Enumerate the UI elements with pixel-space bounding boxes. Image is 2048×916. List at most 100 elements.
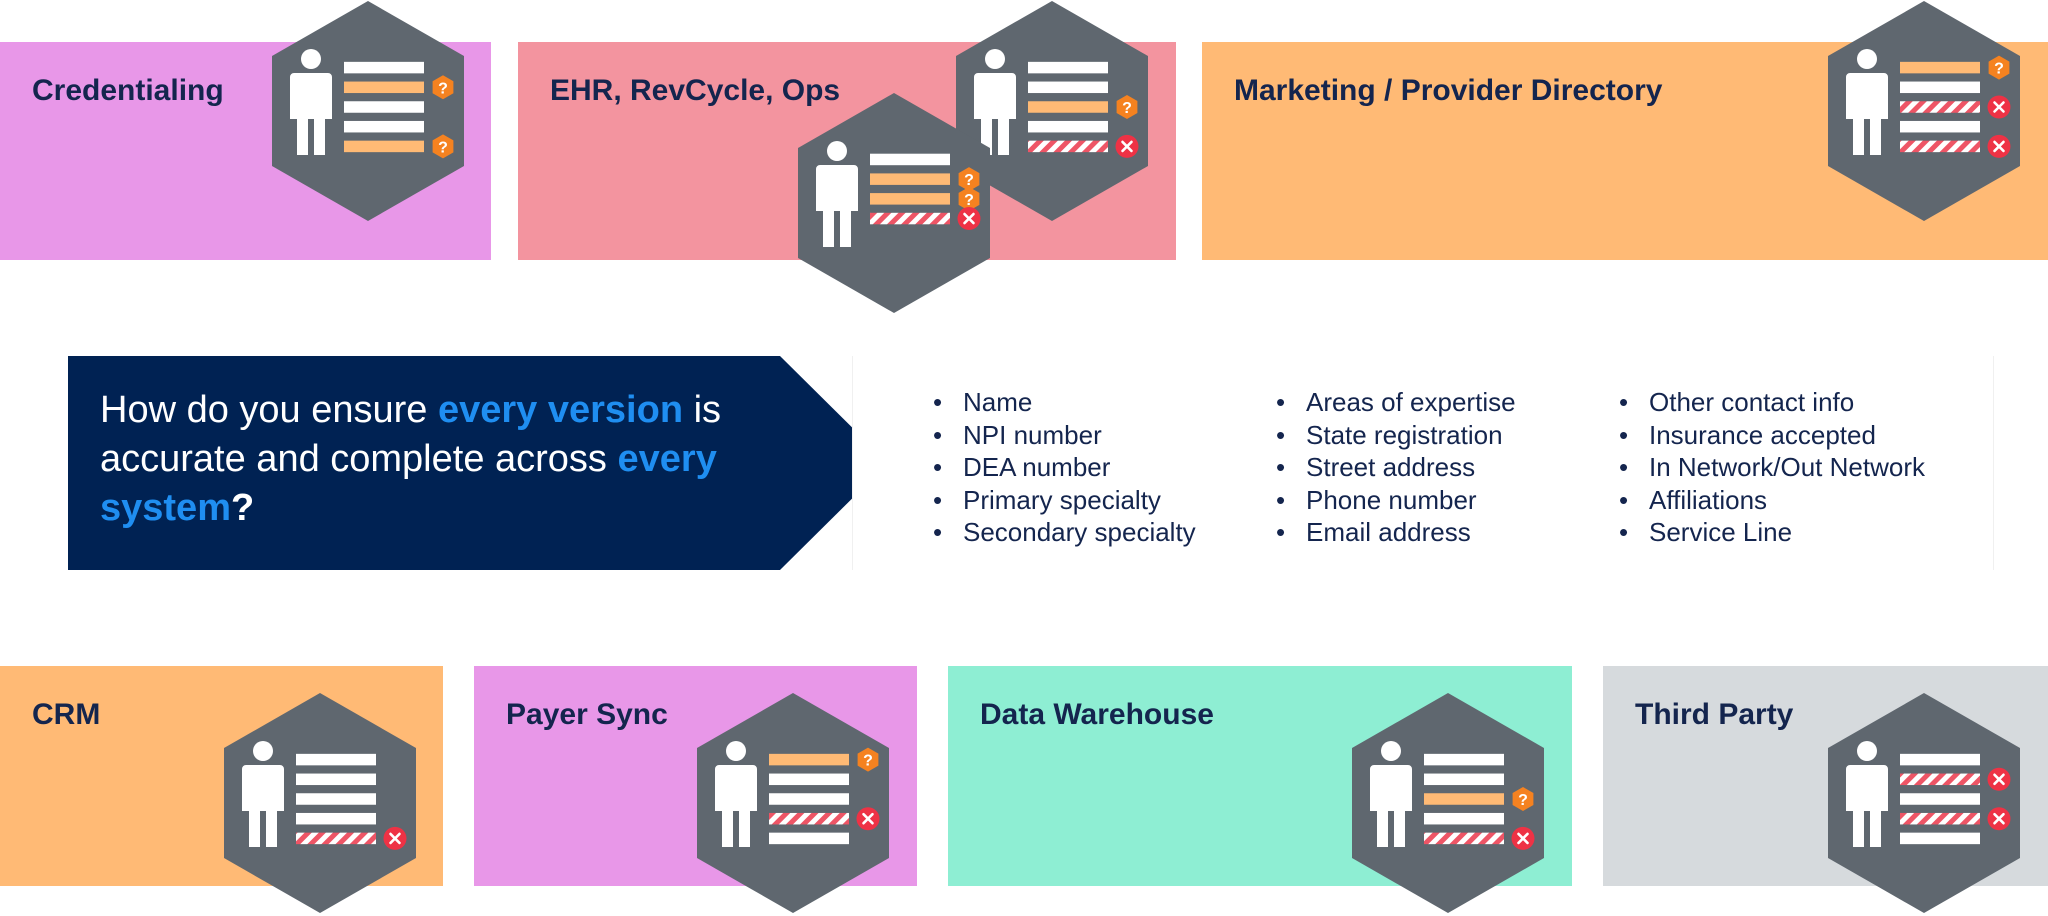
record-field-bar bbox=[1424, 773, 1504, 786]
record-field-bar bbox=[1900, 81, 1980, 94]
svg-text:?: ? bbox=[964, 192, 974, 209]
field-item: Street address bbox=[1276, 451, 1516, 484]
record-icon-third-party bbox=[1828, 693, 2020, 913]
record-field-bar bbox=[296, 832, 376, 845]
record-field-bar bbox=[344, 61, 424, 74]
record-field-bar bbox=[1424, 753, 1504, 766]
question-highlight-1: every version bbox=[437, 389, 684, 431]
record-field-bar bbox=[296, 812, 376, 825]
question-badge-icon: ? bbox=[432, 134, 454, 159]
record-field-bar bbox=[1900, 101, 1980, 113]
record-field-bar bbox=[769, 793, 849, 805]
svg-text:?: ? bbox=[1122, 100, 1132, 117]
field-item: State registration bbox=[1276, 419, 1516, 452]
record-field-bar bbox=[1028, 101, 1108, 113]
record-field-bar bbox=[344, 140, 424, 153]
person-icon bbox=[974, 49, 1016, 155]
record-field-bar bbox=[344, 81, 424, 94]
question-badge-icon: ? bbox=[1988, 55, 2010, 80]
error-badge-icon bbox=[1987, 95, 2011, 119]
question-text: How do you ensure every version is accur… bbox=[100, 386, 740, 533]
record-field-bar bbox=[344, 120, 424, 133]
question-badge-icon: ? bbox=[958, 186, 980, 211]
field-item: Other contact info bbox=[1619, 386, 1925, 419]
record-field-bar bbox=[870, 153, 950, 166]
error-badge-icon bbox=[957, 207, 981, 231]
person-icon bbox=[290, 49, 332, 155]
record-field-bar bbox=[344, 101, 424, 113]
person-icon bbox=[816, 141, 858, 247]
record-field-bar bbox=[769, 773, 849, 786]
field-item: Areas of expertise bbox=[1276, 386, 1516, 419]
svg-text:?: ? bbox=[1994, 61, 2004, 78]
system-label-credentialing: Credentialing bbox=[32, 74, 224, 107]
record-field-bar bbox=[1900, 61, 1980, 74]
record-field-bar bbox=[1900, 773, 1980, 786]
field-item: In Network/Out Network bbox=[1619, 451, 1925, 484]
field-item: Secondary specialty bbox=[933, 516, 1196, 549]
svg-text:?: ? bbox=[438, 139, 448, 156]
system-label-third-party: Third Party bbox=[1635, 698, 1794, 731]
svg-text:?: ? bbox=[863, 753, 873, 770]
record-field-bar bbox=[1028, 120, 1108, 133]
record-field-bar bbox=[1028, 140, 1108, 153]
field-item: Service Line bbox=[1619, 516, 1925, 549]
field-item: Insurance accepted bbox=[1619, 419, 1925, 452]
record-field-bar bbox=[769, 832, 849, 845]
record-field-bar bbox=[1424, 832, 1504, 845]
system-label-crm: CRM bbox=[32, 698, 101, 731]
system-label-marketing: Marketing / Provider Directory bbox=[1234, 74, 1663, 107]
error-badge-icon bbox=[383, 826, 407, 850]
record-icon-ehr-front: ?? bbox=[798, 93, 990, 313]
error-badge-icon bbox=[1115, 134, 1139, 158]
record-field-bar bbox=[1900, 753, 1980, 766]
question-part-3: ? bbox=[230, 487, 255, 529]
person-icon bbox=[1370, 741, 1412, 847]
record-field-bar bbox=[1900, 140, 1980, 153]
field-item: Phone number bbox=[1276, 484, 1516, 517]
person-icon bbox=[242, 741, 284, 847]
question-badge-icon: ? bbox=[1116, 95, 1138, 119]
question-badge-icon: ? bbox=[958, 167, 980, 192]
record-field-bar bbox=[870, 173, 950, 185]
fields-column-1: Name NPI number DEA number Primary speci… bbox=[933, 386, 1196, 549]
record-field-bar bbox=[1900, 793, 1980, 805]
field-item: NPI number bbox=[933, 419, 1196, 452]
record-field-bar bbox=[296, 773, 376, 786]
record-icon-data-warehouse: ? bbox=[1352, 693, 1544, 913]
provider-fields-panel: Name NPI number DEA number Primary speci… bbox=[852, 356, 1994, 570]
record-icon-crm bbox=[224, 693, 416, 913]
error-badge-icon bbox=[1987, 807, 2011, 831]
question-badge-icon: ? bbox=[1512, 787, 1534, 811]
field-item: Email address bbox=[1276, 516, 1516, 549]
fields-column-3: Other contact info Insurance accepted In… bbox=[1619, 386, 1925, 549]
record-field-bar bbox=[769, 753, 849, 766]
record-icon-ehr-back: ? bbox=[956, 1, 1148, 221]
record-field-bar bbox=[296, 753, 376, 766]
svg-text:?: ? bbox=[964, 172, 974, 189]
record-field-bar bbox=[1424, 793, 1504, 805]
person-icon bbox=[1846, 741, 1888, 847]
record-field-bar bbox=[769, 812, 849, 825]
system-label-payer-sync: Payer Sync bbox=[506, 698, 668, 731]
question-banner-shape bbox=[68, 356, 888, 570]
record-field-bar bbox=[870, 212, 950, 225]
error-badge-icon bbox=[1511, 826, 1535, 850]
svg-text:?: ? bbox=[438, 80, 448, 97]
record-field-bar bbox=[1424, 812, 1504, 825]
record-field-bar bbox=[296, 793, 376, 805]
error-badge-icon bbox=[1987, 134, 2011, 158]
person-icon bbox=[1846, 49, 1888, 155]
error-badge-icon bbox=[1987, 767, 2011, 791]
record-icon-payer-sync: ? bbox=[697, 693, 889, 913]
field-item: Primary specialty bbox=[933, 484, 1196, 517]
question-highlight-2: every system bbox=[100, 438, 717, 529]
system-label-ehr: EHR, RevCycle, Ops bbox=[550, 74, 841, 107]
error-badge-icon bbox=[856, 807, 880, 831]
question-banner: How do you ensure every version is accur… bbox=[68, 356, 888, 570]
record-field-bar bbox=[1900, 832, 1980, 845]
record-field-bar bbox=[1900, 120, 1980, 133]
field-item: Affiliations bbox=[1619, 484, 1925, 517]
question-part-1: How do you ensure bbox=[100, 389, 438, 431]
question-badge-icon: ? bbox=[857, 747, 879, 772]
